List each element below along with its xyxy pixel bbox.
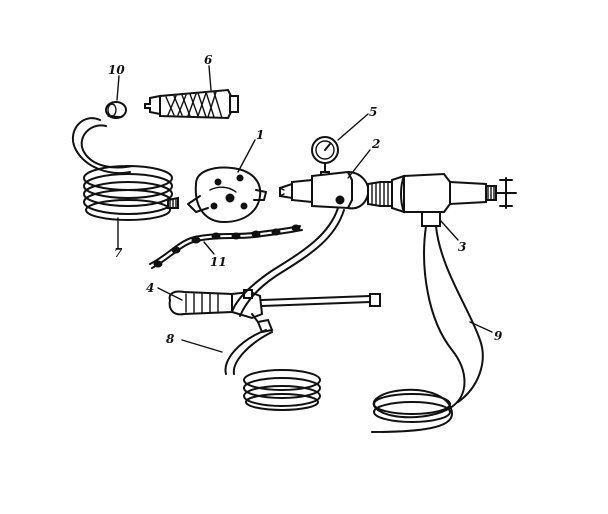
callout-5: 5 bbox=[369, 105, 377, 119]
leader-lines bbox=[116, 65, 493, 353]
callout-6: 6 bbox=[204, 53, 213, 67]
part-7-suction-hose bbox=[71, 117, 179, 221]
part-10-cap bbox=[105, 101, 127, 119]
part-5-pressure-gauge bbox=[311, 136, 339, 179]
callout-labels: 1 2 3 4 5 6 7 8 9 10 11 bbox=[108, 53, 503, 346]
part-2-valve-body bbox=[279, 170, 393, 210]
callout-8: 8 bbox=[166, 332, 175, 346]
callout-2: 2 bbox=[371, 137, 380, 151]
callout-10: 10 bbox=[108, 63, 125, 77]
part-11-gasket-chain bbox=[149, 224, 303, 269]
callout-11: 11 bbox=[210, 255, 227, 269]
part-8-pressure-hose bbox=[224, 329, 321, 411]
callout-9: 9 bbox=[494, 329, 503, 343]
callout-3: 3 bbox=[458, 240, 466, 254]
part-1-pump-head bbox=[187, 166, 267, 224]
part-3-tee-fitting bbox=[391, 172, 517, 227]
callout-7: 7 bbox=[114, 246, 123, 260]
part-4-spray-gun bbox=[168, 289, 381, 334]
callout-1: 1 bbox=[256, 128, 264, 142]
callout-4: 4 bbox=[146, 281, 154, 295]
part-6-filter-screen bbox=[144, 88, 239, 120]
hose-valve-to-gun bbox=[231, 207, 345, 317]
part-9-long-hose bbox=[371, 225, 484, 433]
